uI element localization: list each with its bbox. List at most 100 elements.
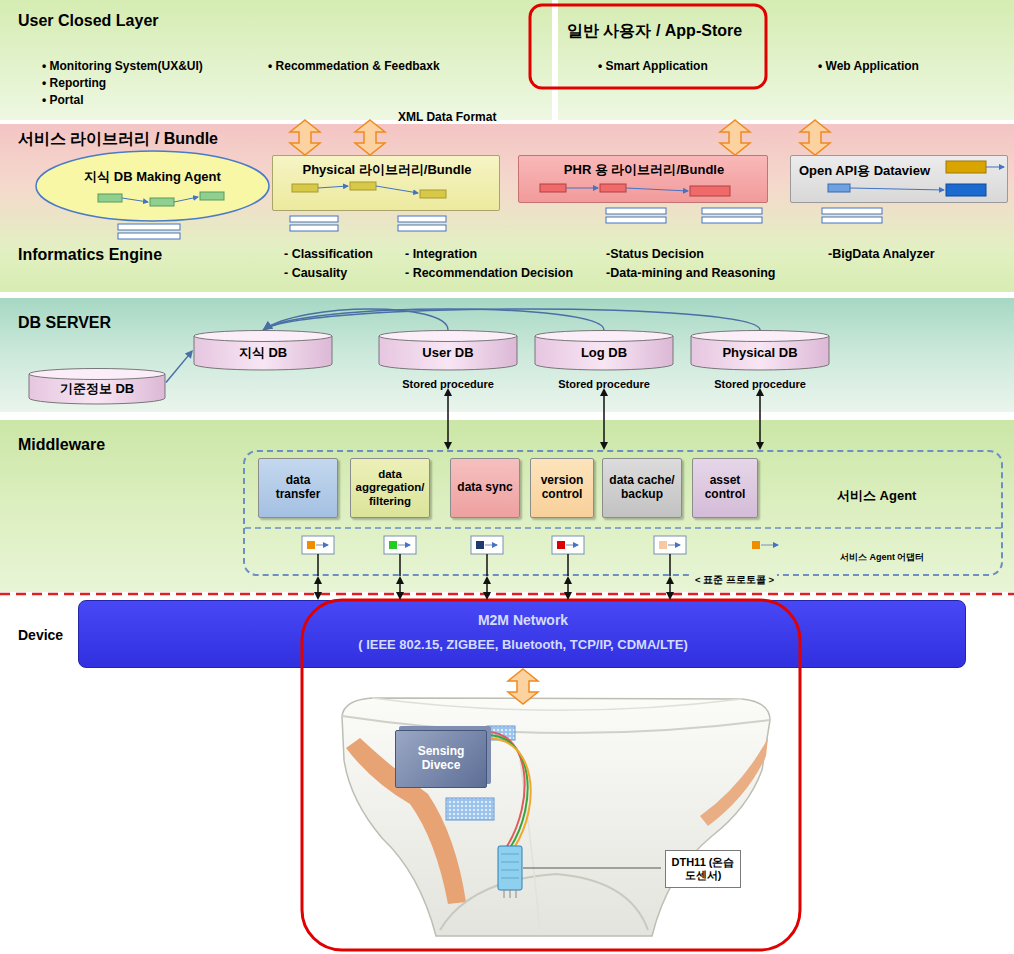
layer-band: 일반 사용자 / App-Store• Smart Application• W…	[558, 0, 1014, 120]
group-title: 서비스 Agent	[837, 488, 916, 503]
function-item: - Recommendation Decision	[405, 266, 573, 280]
bullet-item: • Recommedation & Feedbaxk	[268, 59, 440, 73]
mini-flow	[290, 225, 338, 231]
text-slot: Open API용 Dataview	[799, 161, 930, 179]
bullet-item: • Reporting	[42, 76, 106, 90]
diaper	[440, 874, 648, 930]
database-cylinder-outline	[379, 331, 517, 342]
agent-ellipse: 지식 DB Making Agent	[35, 150, 270, 222]
group-note: 서비스 Agent 어댑터	[840, 552, 925, 562]
connector	[564, 576, 572, 584]
sensor-wire	[487, 735, 528, 848]
text-slot: Middleware	[18, 436, 105, 454]
connector	[756, 388, 764, 450]
humidity-sensor	[516, 890, 517, 898]
mini-flow	[398, 225, 446, 231]
layer-title: Device	[18, 627, 63, 643]
mini-flow	[98, 194, 122, 202]
connector	[290, 120, 320, 155]
adapter-stub	[486, 554, 488, 576]
text-slot: ( IEEE 802.15, ZIGBEE, Bluetooth, TCP/IP…	[79, 635, 967, 653]
adapter	[552, 536, 584, 554]
sensor-label-box: DTH11 (온습도센서)	[665, 850, 741, 888]
mini-flow	[420, 190, 446, 198]
connector	[483, 592, 491, 600]
connector	[483, 576, 491, 600]
function-item: -Data-mining and Reasoning	[606, 266, 775, 280]
connector	[600, 388, 608, 450]
database-cylinder: Physical DBStored procedure	[690, 330, 830, 388]
connector	[263, 309, 604, 330]
mini-flow	[540, 184, 566, 192]
humidity-sensor	[498, 846, 522, 890]
text-slot: 서비스 Agent	[837, 486, 916, 504]
diaper	[342, 698, 770, 936]
database-cylinder-outline	[194, 331, 332, 342]
connector	[314, 576, 322, 600]
function-item: -BigData Analyzer	[828, 247, 935, 261]
mini-flow	[566, 188, 598, 189]
connector	[720, 120, 750, 155]
adapter	[302, 536, 778, 554]
text-slot: Device	[18, 626, 63, 644]
layer-title: Informatics Engine	[18, 246, 162, 263]
box-label: User DB	[422, 345, 473, 360]
adapter	[389, 541, 397, 549]
database-cylinder: 지식 DB	[193, 330, 333, 370]
agent-box: data aggregation/ filtering	[350, 458, 430, 518]
connector	[290, 120, 320, 155]
layer-title: DB SERVER	[18, 314, 111, 331]
connector	[603, 394, 605, 444]
connector	[666, 592, 674, 600]
text-slot: User DB	[378, 343, 518, 361]
connector	[600, 388, 608, 396]
adapter	[485, 545, 497, 546]
protocol-note: < 표준 프로토콜 >	[692, 574, 777, 585]
text-slot: -Status Decision	[606, 244, 704, 262]
mini-flow	[200, 192, 224, 200]
box-label: data transfer	[263, 474, 333, 502]
layer-title: User Closed Layer	[18, 12, 159, 29]
mini-flow	[174, 197, 198, 202]
diaper	[342, 698, 770, 936]
layer-title: 서비스 라이브러리 / Bundle	[18, 130, 218, 147]
text-slot: • Reporting	[42, 73, 106, 91]
function-item: - Integration	[405, 247, 477, 261]
text-slot: - Recommendation Decision	[405, 263, 573, 281]
layer-band: DB SERVER지식 DBUser DBStored procedureLog…	[0, 298, 1014, 412]
adapter	[302, 536, 334, 554]
library-box: Physical 라이브러리/Bundle	[272, 155, 500, 211]
edge-label: XML Data Format	[398, 110, 496, 124]
box-label: 지식 DB Making Agent	[84, 169, 221, 184]
adapter	[307, 541, 315, 549]
text-slot: Stored procedure	[690, 374, 830, 392]
connector	[564, 592, 572, 600]
box-label: Physical DB	[722, 345, 797, 360]
box-label: 기준정보 DB	[60, 381, 134, 396]
connector	[756, 388, 764, 396]
connector	[263, 321, 273, 330]
text-slot: Stored procedure	[378, 374, 518, 392]
connector	[564, 576, 572, 600]
agent-box: data sync	[450, 458, 520, 518]
layer-band: User Closed Layer • Monitoring System(UX&…	[0, 0, 552, 120]
text-slot: PHR 용 라이브러리/Bundle	[519, 160, 769, 178]
connector	[800, 120, 830, 155]
adapter-stub	[318, 554, 670, 576]
mini-flow	[118, 233, 180, 239]
mini-flow	[702, 217, 762, 223]
layer-title: 일반 사용자 / App-Store	[567, 22, 742, 39]
divider-line	[245, 527, 1001, 529]
procedure-label: Stored procedure	[402, 378, 494, 390]
text-slot: XML Data Format	[398, 107, 496, 125]
connector	[720, 120, 750, 155]
mini-flow	[350, 182, 376, 190]
box-label: Sensing Divece	[400, 745, 482, 773]
humidity-sensor	[510, 890, 511, 898]
mini-flow	[828, 184, 850, 192]
text-slot: • Monitoring System(UX&UI)	[42, 56, 203, 74]
layer-title: Middleware	[18, 436, 105, 453]
agent-box: data cache/ backup	[602, 458, 682, 518]
text-slot: - Causality	[284, 263, 347, 281]
box-label: M2M Network	[478, 612, 568, 628]
